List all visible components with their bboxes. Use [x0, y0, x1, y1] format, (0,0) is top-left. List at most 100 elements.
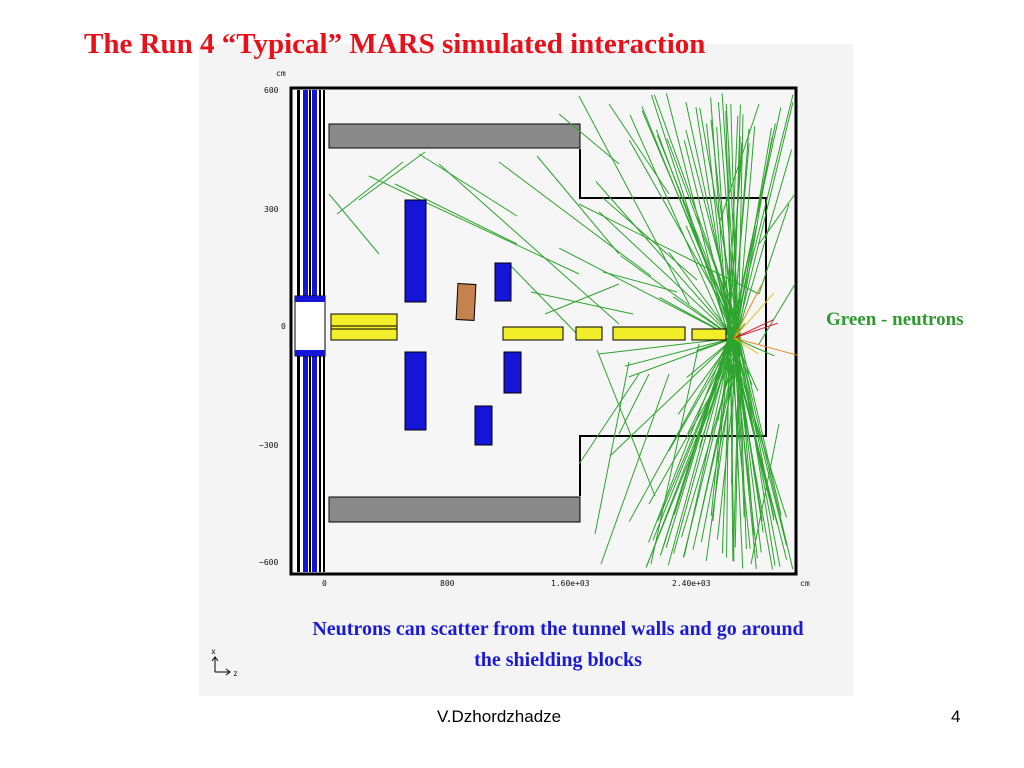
neutron-track [668, 251, 735, 339]
detector-wall [294, 90, 326, 572]
neutron-track [418, 153, 518, 217]
neutron-track [695, 106, 733, 338]
neutron-track [536, 155, 620, 255]
neutron-track [686, 337, 735, 378]
neutron-track [645, 340, 735, 568]
neutron-track [721, 93, 739, 340]
neutron-track [731, 337, 735, 485]
neutron-track [618, 373, 650, 435]
neutron-track [594, 361, 630, 535]
neutron-track [735, 149, 793, 342]
neutron-track [650, 343, 700, 565]
neutron-track [665, 335, 731, 548]
secondary-track [733, 319, 774, 339]
neutron-track [629, 114, 729, 337]
neutron-track [726, 336, 730, 558]
neutron-track [394, 183, 518, 245]
neutron-track [758, 193, 796, 245]
neutron-track [544, 283, 620, 315]
x-tick-2400: 2.40e+03 [672, 579, 711, 588]
neutron-track [666, 138, 742, 336]
neutron-track [641, 106, 737, 339]
y-unit-label: cm [276, 69, 286, 78]
axis-orientation-icon [211, 656, 231, 676]
neutron-track [705, 338, 738, 561]
neutron-track [641, 110, 740, 340]
neutron-track [600, 373, 670, 565]
neutron-track [596, 349, 656, 497]
neutron-track [728, 142, 743, 337]
neutron-track [733, 337, 759, 392]
secondary-track [733, 322, 778, 339]
neutron-track [733, 337, 753, 385]
neutron-track [558, 113, 620, 165]
neutron-track [609, 337, 735, 457]
neutron-track [681, 340, 741, 538]
orientation-label-z: z [233, 669, 238, 678]
neutron-track [620, 255, 735, 339]
neutron-track [734, 340, 788, 546]
neutron-track [677, 337, 735, 415]
neutron-track [733, 337, 775, 357]
magnet-lower-left [404, 351, 427, 431]
tunnel-outline [579, 149, 767, 496]
orientation-label-x: x [211, 647, 216, 656]
neutron-track [598, 211, 735, 339]
x-tick-1600: 1.60e+03 [551, 579, 590, 588]
neutron-track [578, 95, 690, 305]
neutron-track [598, 337, 735, 355]
secondary-track [733, 284, 763, 339]
neutron-track [730, 335, 773, 570]
magnet-lower-small [474, 405, 493, 446]
neutron-track [727, 334, 751, 549]
neutron-track [692, 340, 741, 550]
y-tick-600: 600 [264, 86, 279, 95]
magnet-blocks [404, 199, 522, 446]
neutron-track [558, 247, 735, 339]
neutron-track [733, 337, 747, 435]
neutron-track [718, 103, 760, 225]
neutron-track [737, 114, 744, 340]
neutron-track [657, 333, 737, 521]
neutron-track [717, 337, 735, 421]
neutron-track [510, 265, 580, 337]
magnet-lower-mid [503, 351, 522, 394]
page-number: 4 [951, 707, 961, 726]
secondary-track [733, 292, 775, 339]
caption-line-2: the shielding blocks [474, 649, 642, 671]
neutron-track [595, 181, 735, 339]
neutron-track [665, 93, 729, 335]
neutron-track [737, 337, 794, 570]
neutron-track [438, 163, 620, 325]
slide-caption: Neutrons can scatter from the tunnel wal… [230, 614, 886, 676]
neutron-track [719, 277, 735, 339]
neutron-track [732, 340, 758, 559]
neutron-track [758, 283, 796, 345]
mars-simulation-plot: cm 600 300 0 −300 −600 0 800 1.60e+03 2.… [211, 69, 810, 678]
neutron-track [624, 337, 735, 367]
neutron-track [328, 193, 380, 255]
secondary-track [733, 337, 759, 355]
neutron-track [721, 335, 732, 554]
neutron-track [733, 226, 757, 339]
neutron-track [733, 337, 758, 435]
caption-line-1: Neutrons can scatter from the tunnel wal… [312, 618, 804, 640]
neutron-track [737, 335, 747, 550]
neutron-track [732, 128, 750, 339]
neutron-track [758, 203, 790, 295]
legend-label: Green - neutrons [826, 309, 964, 330]
target-block [455, 283, 477, 321]
neutron-track [685, 101, 737, 336]
neutron-track [498, 161, 652, 277]
neutron-track [685, 225, 735, 339]
neutron-tracks [328, 93, 798, 570]
neutron-track [336, 161, 404, 215]
neutron-track [710, 97, 729, 335]
footer-author: V.Dzhordzhadze [437, 707, 562, 726]
beam-elements [330, 313, 727, 341]
neutron-track [667, 336, 731, 566]
neutron-track [732, 339, 744, 569]
lower-shield-slab [328, 496, 581, 523]
y-tick-neg600: −600 [259, 558, 278, 567]
magnet-upper-mid [494, 262, 512, 302]
